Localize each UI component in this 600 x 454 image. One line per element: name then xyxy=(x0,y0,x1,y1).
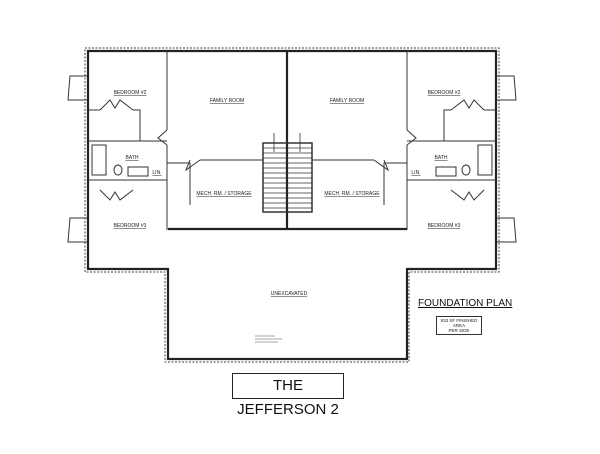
interior-walls-left xyxy=(88,51,263,230)
room-label-bedroom-3-right: BEDROOM #3 xyxy=(428,223,461,229)
area-note-line2: PER SIDE xyxy=(448,328,470,333)
room-label-family-room-right: FAMILY ROOM xyxy=(330,98,364,104)
room-label-bedroom-2-right: BEDROOM #2 xyxy=(428,90,461,96)
foundation-outline xyxy=(84,47,500,363)
room-label-bedroom-3-left: BEDROOM #3 xyxy=(114,223,147,229)
bathtub-icon-left xyxy=(91,144,107,176)
foundation-note xyxy=(255,335,282,343)
room-label-linen-right: LIN. xyxy=(411,170,420,176)
doors-left xyxy=(99,99,201,201)
toilet-icon-right xyxy=(461,164,471,176)
room-label-mech-left: MECH. RM. / STORAGE xyxy=(196,191,252,197)
room-label-unexcavated: UNEXCAVATED xyxy=(271,291,308,297)
area-note-line1: 933 SF FINISHED AREA xyxy=(440,318,478,328)
bathtub-icon-right xyxy=(477,144,493,176)
room-label-linen-left: LIN. xyxy=(152,170,161,176)
doors-right xyxy=(373,99,485,201)
room-label-bath-left: BATH xyxy=(126,155,139,161)
room-label-family-room-left: FAMILY ROOM xyxy=(210,98,244,104)
stairs xyxy=(262,133,313,213)
room-label-mech-right: MECH. RM. / STORAGE xyxy=(324,191,380,197)
sink-icon-right xyxy=(435,166,457,177)
exterior-wall xyxy=(86,49,498,361)
toilet-icon-left xyxy=(113,164,123,176)
project-title: THE JEFFERSON 2 xyxy=(232,373,344,418)
interior-walls-right xyxy=(312,51,496,230)
window-wells-right xyxy=(497,75,517,243)
sink-icon-left xyxy=(127,166,149,177)
area-note: 933 SF FINISHED AREA PER SIDE xyxy=(436,316,482,335)
room-label-bath-right: BATH xyxy=(435,155,448,161)
room-label-bedroom-2-left: BEDROOM #2 xyxy=(114,90,147,96)
window-wells-left xyxy=(67,75,87,243)
plan-title: FOUNDATION PLAN xyxy=(418,298,513,309)
